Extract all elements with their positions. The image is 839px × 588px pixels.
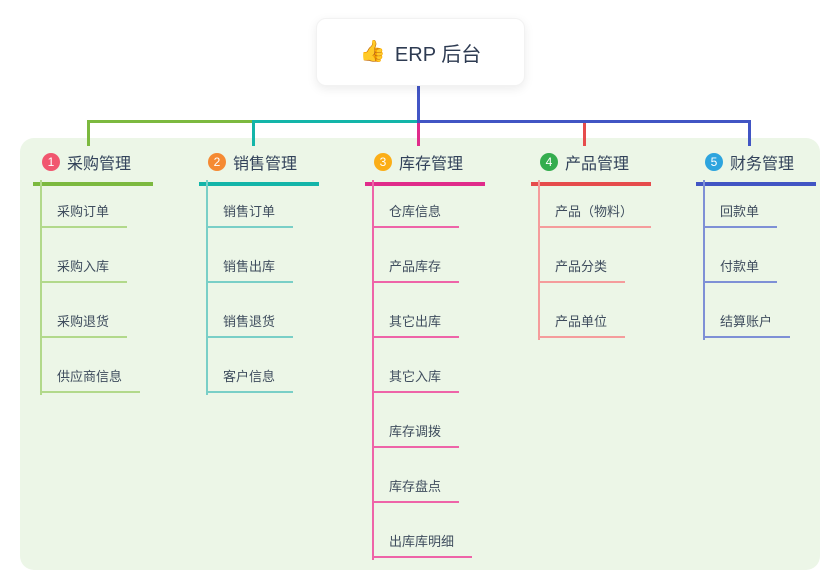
child-node[interactable]: 付款单 [703, 258, 778, 283]
branch-node-purchase[interactable]: 1 采购管理 [33, 150, 153, 186]
priority-badge-3: 3 [374, 153, 392, 171]
child-node[interactable]: 产品（物料） [538, 203, 652, 228]
child-node[interactable]: 其它入库 [372, 368, 460, 393]
branch-2-drop-line [252, 120, 255, 146]
branch-4-drop-line [583, 120, 586, 146]
child-node[interactable]: 客户信息 [206, 368, 294, 393]
child-node[interactable]: 采购订单 [40, 203, 128, 228]
branch-label: 采购管理 [67, 156, 132, 173]
child-node[interactable]: 库存盘点 [372, 478, 460, 503]
root-node-label: ERP 后台 [394, 43, 482, 66]
branch-4-child-trunk-line [538, 180, 540, 340]
child-node[interactable]: 销售退货 [206, 313, 294, 338]
branch-label: 库存管理 [399, 156, 464, 173]
priority-badge-5: 5 [705, 153, 723, 171]
branch-1-child-trunk-line [40, 180, 42, 395]
priority-badge-1: 1 [42, 153, 60, 171]
branch-node-sales[interactable]: 2 销售管理 [199, 150, 319, 186]
root-connector-line [417, 84, 420, 121]
bus-segment-green [87, 120, 254, 123]
branch-5-child-trunk-line [703, 180, 705, 340]
branch-node-product[interactable]: 4 产品管理 [531, 150, 651, 186]
bus-segment-teal [252, 120, 419, 123]
priority-badge-4: 4 [540, 153, 558, 171]
child-node[interactable]: 销售订单 [206, 203, 294, 228]
child-node[interactable]: 产品单位 [538, 313, 626, 338]
branch-label: 产品管理 [565, 156, 630, 173]
child-node[interactable]: 供应商信息 [40, 368, 141, 393]
child-node[interactable]: 结算账户 [703, 313, 791, 338]
root-node[interactable]: 👍 ERP 后台 [316, 18, 525, 86]
child-node[interactable]: 库存调拨 [372, 423, 460, 448]
thumbs-up-icon: 👍 [359, 40, 386, 63]
priority-badge-2: 2 [208, 153, 226, 171]
child-node[interactable]: 其它出库 [372, 313, 460, 338]
branch-3-child-trunk-line [372, 180, 374, 560]
branch-node-finance[interactable]: 5 财务管理 [696, 150, 816, 186]
child-node[interactable]: 仓库信息 [372, 203, 460, 228]
child-node[interactable]: 采购入库 [40, 258, 128, 283]
branch-group-panel [20, 138, 820, 570]
child-node[interactable]: 产品分类 [538, 258, 626, 283]
branch-5-drop-line [748, 120, 751, 146]
branch-label: 销售管理 [233, 156, 298, 173]
child-node[interactable]: 采购退货 [40, 313, 128, 338]
branch-1-drop-line [87, 120, 90, 146]
child-node[interactable]: 回款单 [703, 203, 778, 228]
child-node[interactable]: 产品库存 [372, 258, 460, 283]
child-node[interactable]: 出库库明细 [372, 533, 473, 558]
branch-node-inventory[interactable]: 3 库存管理 [365, 150, 485, 186]
branch-label: 财务管理 [730, 156, 795, 173]
branch-2-child-trunk-line [206, 180, 208, 395]
bus-segment-indigo [417, 120, 751, 123]
child-node[interactable]: 销售出库 [206, 258, 294, 283]
branch-3-drop-line [417, 123, 420, 146]
